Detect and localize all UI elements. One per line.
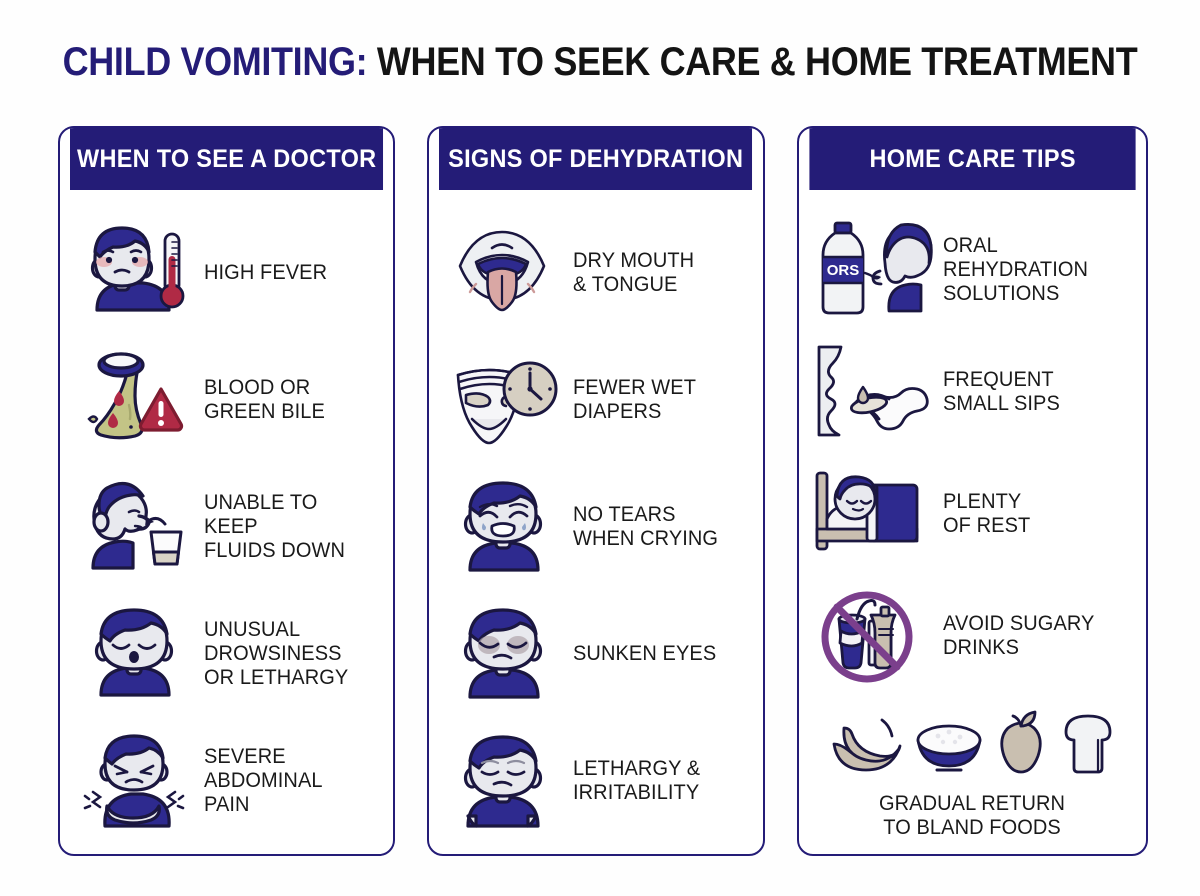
vomit-bile-blood-warning-icon [74,347,192,451]
list-item-label: BLOOD OR GREEN BILE [204,374,325,423]
list-item-label: GRADUAL RETURN TO BLAND FOODS [879,790,1066,839]
child-refusing-fluids-icon [74,474,192,578]
list-item: HIGH FEVER [74,216,379,328]
no-sugary-drinks-icon [813,583,931,687]
list-item-label: ORAL REHYDRATION SOLUTIONS [942,232,1088,306]
list-item-label: UNUSUAL DROWSINESS OR LETHARGY [204,617,349,690]
list-item-label: DRY MOUTH & TONGUE [573,247,695,296]
list-item: UNABLE TO KEEP FLUIDS DOWN [74,470,379,582]
list-item-label: FREQUENT SMALL SIPS [942,366,1060,415]
sleeping-child-bed-icon [813,461,931,565]
list-item-label: PLENTY OF REST [942,488,1031,537]
list-item: SEVERE ABDOMINAL PAIN [74,724,379,836]
list-item-label: UNABLE TO KEEP FLUIDS DOWN [204,489,345,562]
list-item-label: HIGH FEVER [204,259,328,284]
card-body-doctor: HIGH FEVER [60,190,393,854]
card-header-dehydration: SIGNS OF DEHYDRATION [439,128,753,190]
card-header-home-care: HOME CARE TIPS [809,128,1136,190]
title-accent: CHILD VOMITING: [62,40,368,84]
card-signs-of-dehydration: SIGNS OF DEHYDRATION [427,126,765,856]
list-item: FREQUENT SMALL SIPS [813,335,1132,447]
lethargic-child-icon [443,728,561,832]
bland-foods-icon [813,701,1132,785]
columns-container: WHEN TO SEE A DOCTOR [58,126,1149,856]
list-item: PLENTY OF REST [813,457,1132,569]
spoon-sips-icon [813,339,931,443]
list-item: AVOID SUGARY DRINKS [813,579,1132,691]
list-item: UNUSUAL DROWSINESS OR LETHARGY [74,597,379,709]
list-item: NO TEARS WHEN CRYING [443,470,748,582]
abdominal-pain-child-icon [74,728,192,832]
dry-mouth-tongue-icon [443,220,561,324]
drowsy-child-icon [74,601,192,705]
card-when-to-see-a-doctor: WHEN TO SEE A DOCTOR [58,126,396,856]
list-item: BLOOD OR GREEN BILE [74,343,379,455]
card-home-care-tips: HOME CARE TIPS ORS [796,126,1149,856]
list-item-label: LETHARGY & IRRITABILITY [573,756,701,805]
list-item: FEWER WET DIAPERS [443,343,748,455]
diaper-clock-icon [443,347,561,451]
list-item: LETHARGY & IRRITABILITY [443,724,748,836]
list-item-label: FEWER WET DIAPERS [573,374,697,423]
ors-bottle-child-icon: ORS [813,217,933,321]
card-body-home-care: ORS ORAL REHYDRATION SOLUTIONS [799,190,1146,854]
card-header-doctor: WHEN TO SEE A DOCTOR [70,128,384,190]
list-item: DRY MOUTH & TONGUE [443,216,748,328]
list-item: SUNKEN EYES [443,597,748,709]
card-body-dehydration: DRY MOUTH & TONGUE [429,190,762,854]
sunken-eyes-icon [443,601,561,705]
list-item-label: SUNKEN EYES [573,641,717,666]
title-rest: WHEN TO SEEK CARE & HOME TREATMENT [367,40,1138,84]
crying-no-tears-icon [443,474,561,578]
list-item-label: NO TEARS WHEN CRYING [573,501,719,550]
list-item: GRADUAL RETURN TO BLAND FOODS [813,701,1132,839]
list-item-label: SEVERE ABDOMINAL PAIN [204,744,323,817]
ors-bottle-label: ORS [826,262,859,279]
list-item-label: AVOID SUGARY DRINKS [942,610,1095,659]
feverish-child-thermometer-icon [74,220,192,324]
list-item: ORS ORAL REHYDRATION SOLUTIONS [813,213,1132,325]
page-title: CHILD VOMITING: WHEN TO SEEK CARE & HOME… [60,40,1140,85]
